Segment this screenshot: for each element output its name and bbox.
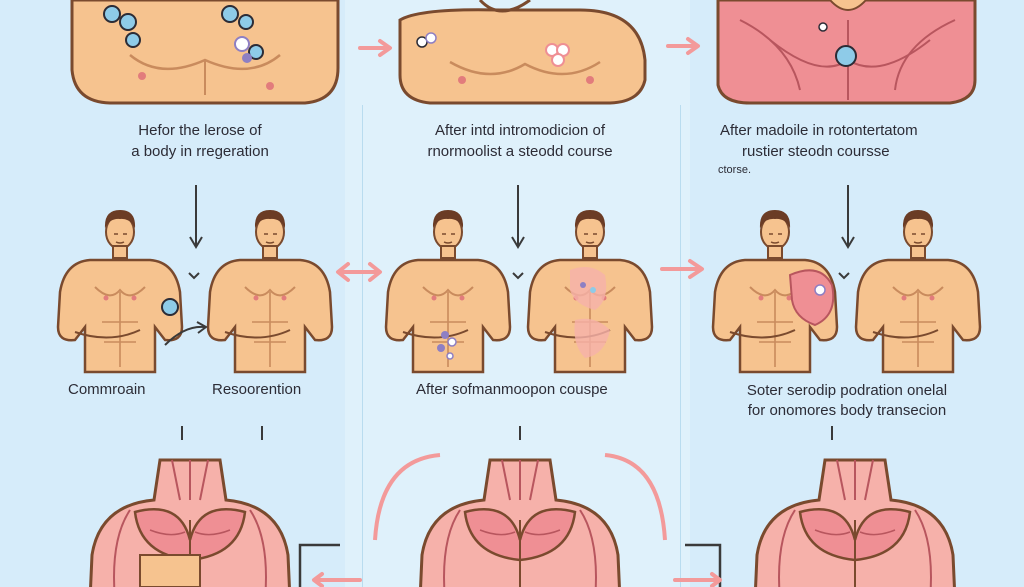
curve-arrow-right: [604, 453, 667, 541]
caption-top-3-line-2: rustier steodn coursse: [742, 143, 890, 160]
bubble-icon: [835, 45, 857, 67]
caption-top-1-line-1: Hefor the lerose of: [138, 122, 262, 139]
divider-line-2: [680, 105, 681, 587]
caption-top-3: After madoile in rotontertatom rustier s…: [712, 120, 980, 178]
muscle-patch-arm: [788, 269, 835, 327]
label-mid-4-line-1: Soter serodip podration onelal: [746, 382, 948, 399]
muscle-torso-2: [418, 458, 622, 587]
connector-right: [685, 543, 722, 587]
arrow-down-3: [841, 185, 855, 249]
muscle-torso-3: [753, 458, 957, 587]
bubble-icon: [161, 298, 179, 316]
label-mid-4-line-2: for onomores body transecion: [747, 402, 947, 419]
torso-skin-patch: [139, 554, 201, 587]
bubbles-cluster-1: [103, 5, 264, 63]
arrow-down-1: [189, 185, 203, 249]
caption-top-1-line-2: a body in rregeration: [131, 143, 269, 160]
arrow-right-top-2: [666, 37, 700, 55]
arrow-down-2: [511, 185, 525, 249]
chevron-down-icon: [512, 272, 524, 280]
bubbles-cluster-2: [416, 32, 570, 67]
divider-line-1: [362, 105, 363, 587]
caption-top-3-line-1: After madoile in rotontertatom: [720, 122, 918, 139]
arrow-right-mid: [660, 259, 704, 279]
molecule-cluster: [437, 331, 457, 360]
label-mid-4: Soter serodip podration onelal for onomo…: [712, 381, 982, 421]
caption-top-2-line-1: After intd intromodicion of: [434, 122, 606, 139]
connector-left: [298, 543, 340, 587]
label-mid-1: Commroain: [68, 381, 146, 398]
curve-arrow-left: [373, 453, 441, 541]
chevron-down-icon: [838, 272, 850, 280]
caption-top-2: After intd intromodicion of rnormoolist …: [400, 120, 640, 162]
label-mid-2: Resoorention: [212, 381, 302, 398]
caption-top-3-line-3: ctorse.: [718, 164, 752, 176]
caption-top-2-line-2: rnormoolist a steodd course: [427, 143, 613, 160]
double-arrow-mid: [336, 262, 382, 282]
curved-arrow: [164, 325, 206, 346]
torso-before-body: [70, 0, 340, 105]
label-mid-3: After sofmanmoopon couspe: [416, 381, 608, 398]
caption-top-1: Hefor the lerose of a body in rregeratio…: [90, 120, 310, 162]
chevron-down-icon: [188, 272, 200, 280]
muscle-patch-red: [570, 266, 610, 358]
arrow-right-top-1: [358, 39, 392, 57]
